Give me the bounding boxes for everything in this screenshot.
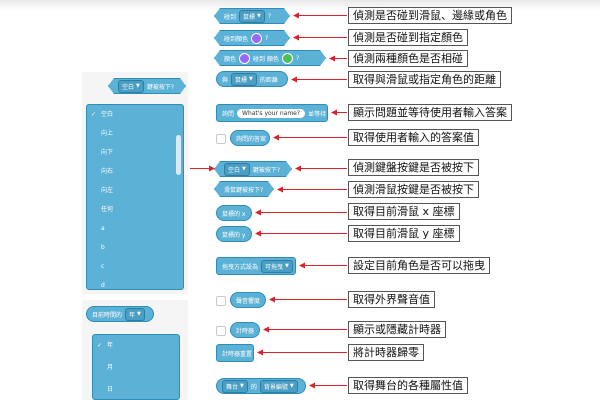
reset-timer-block[interactable]: 計時器重置	[216, 344, 254, 362]
chevron-down-icon: ▼	[242, 165, 246, 172]
timer-block[interactable]: 計時器	[230, 322, 260, 338]
menu-item-month[interactable]: 月	[107, 364, 114, 371]
menu-item-left[interactable]: 向左	[101, 187, 114, 194]
desc-answer: 取得使用者輸入的答案值	[348, 129, 479, 146]
top-fade	[0, 0, 600, 10]
menu-item-up[interactable]: 向上	[101, 130, 114, 137]
color-touching-color-block[interactable]: 顏色 碰到 顏色 ?	[214, 50, 326, 66]
desc-touching: 偵測是否碰到滑鼠、邊緣或角色	[348, 7, 512, 24]
key-pressed-dropdown[interactable]: 空白▼	[224, 163, 250, 176]
desc-key-pressed: 偵測鍵盤按鍵是否被按下	[348, 159, 479, 176]
key-dropdown-menu[interactable]: ✓空白 向上 向下 向右 向左 任何 a b c d	[86, 104, 184, 290]
key-pressed-block[interactable]: 空白▼ 鍵被按下?	[214, 161, 292, 177]
question-input[interactable]: What's your name?	[237, 108, 306, 118]
chevron-down-icon: ▼	[257, 12, 261, 19]
desc-reset-timer: 將計時器歸零	[348, 344, 424, 361]
mouse-y-block[interactable]: 鼠標的 y	[216, 226, 252, 242]
menu-item-space[interactable]: ✓空白	[87, 105, 183, 124]
ask-and-wait-block[interactable]: 詢問 What's your name? 並等待	[216, 104, 328, 122]
key-dropdown[interactable]: 空白▼	[118, 80, 144, 93]
drag-mode-dropdown[interactable]: 可拖曳▼	[261, 259, 293, 273]
menu-item-c[interactable]: c	[101, 263, 105, 270]
menu-item-right[interactable]: 向右	[101, 168, 114, 175]
mouse-x-block[interactable]: 鼠標的 x	[216, 205, 252, 221]
left-key-pressed-block[interactable]: 空白▼ 鍵被按下?	[108, 78, 186, 94]
menu-item-b[interactable]: b	[101, 244, 105, 251]
answer-block[interactable]: 詢問的答案	[230, 130, 270, 146]
date-dropdown-menu[interactable]: ✓年 月 日	[92, 334, 180, 400]
desc-mouse-y: 取得目前滑鼠 y 座標	[348, 225, 460, 242]
loudness-block[interactable]: 聲音響度	[230, 292, 266, 308]
touching-color-block[interactable]: 碰到顏色 ?	[214, 30, 290, 46]
distance-dropdown[interactable]: 鼠標▼	[231, 72, 257, 86]
chevron-down-icon: ▼	[136, 82, 140, 89]
loudness-checkbox[interactable]	[216, 296, 226, 306]
chevron-down-icon: ▼	[240, 382, 244, 389]
desc-sensing-of: 取得舞台的各種屬性值	[348, 377, 468, 394]
menu-item-down[interactable]: 向下	[101, 149, 114, 156]
color-swatch-purple[interactable]	[251, 33, 262, 44]
desc-drag-mode: 設定目前角色是否可以拖曳	[348, 257, 490, 274]
mouse-down-block[interactable]: 滑鼠鍵被按下?	[214, 181, 274, 197]
chevron-down-icon: ▼	[289, 382, 294, 389]
chevron-down-icon: ▼	[137, 310, 141, 317]
checkmark-icon: ✓	[97, 342, 103, 349]
menu-item-any[interactable]: 任何	[101, 206, 114, 213]
color-swatch-purple[interactable]	[239, 53, 250, 64]
left-current-date-block[interactable]: 目前時間的 年▼	[86, 306, 154, 322]
timer-checkbox[interactable]	[216, 326, 226, 336]
menu-item-year[interactable]: ✓年	[93, 335, 179, 357]
checkmark-icon: ✓	[91, 111, 97, 118]
menu-item-day[interactable]: 日	[107, 386, 114, 393]
desc-color-touching: 偵測兩種顏色是否相碰	[348, 50, 468, 67]
menu-item-a[interactable]: a	[101, 225, 105, 232]
distance-to-block[interactable]: 與 鼠標▼ 的距離	[216, 71, 288, 87]
desc-ask: 顯示問題並等待使用者輸入答案	[348, 104, 512, 121]
desc-timer: 顯示或隱藏計時器	[348, 321, 446, 338]
set-drag-mode-block[interactable]: 拖曳方式設為 可拖曳▼	[216, 257, 296, 275]
of-property-dropdown[interactable]: 背景編號▼	[259, 379, 298, 393]
chevron-down-icon: ▼	[285, 262, 289, 269]
desc-mouse-down: 偵測滑鼠按鍵是否被按下	[348, 181, 479, 198]
answer-checkbox[interactable]	[216, 134, 226, 144]
desc-distance: 取得與滑鼠或指定角色的距離	[348, 71, 501, 88]
touching-dropdown[interactable]: 鼠標▼	[239, 10, 265, 23]
desc-touching-color: 偵測是否碰到指定顏色	[348, 29, 468, 46]
menu-item-d[interactable]: d	[101, 282, 105, 289]
date-dropdown[interactable]: 年▼	[125, 307, 145, 321]
of-target-dropdown[interactable]: 舞台▼	[222, 379, 248, 393]
touching-block[interactable]: 碰到 鼠標▼ ?	[214, 8, 290, 24]
color-swatch-green[interactable]	[282, 53, 293, 64]
desc-mouse-x: 取得目前滑鼠 x 座標	[348, 203, 460, 220]
desc-loudness: 取得外界聲音值	[348, 291, 435, 308]
chevron-down-icon: ▼	[249, 75, 253, 82]
sensing-of-block[interactable]: 舞台▼ 的 背景編號▼	[216, 378, 306, 394]
menu-scrollbar[interactable]	[176, 135, 181, 175]
